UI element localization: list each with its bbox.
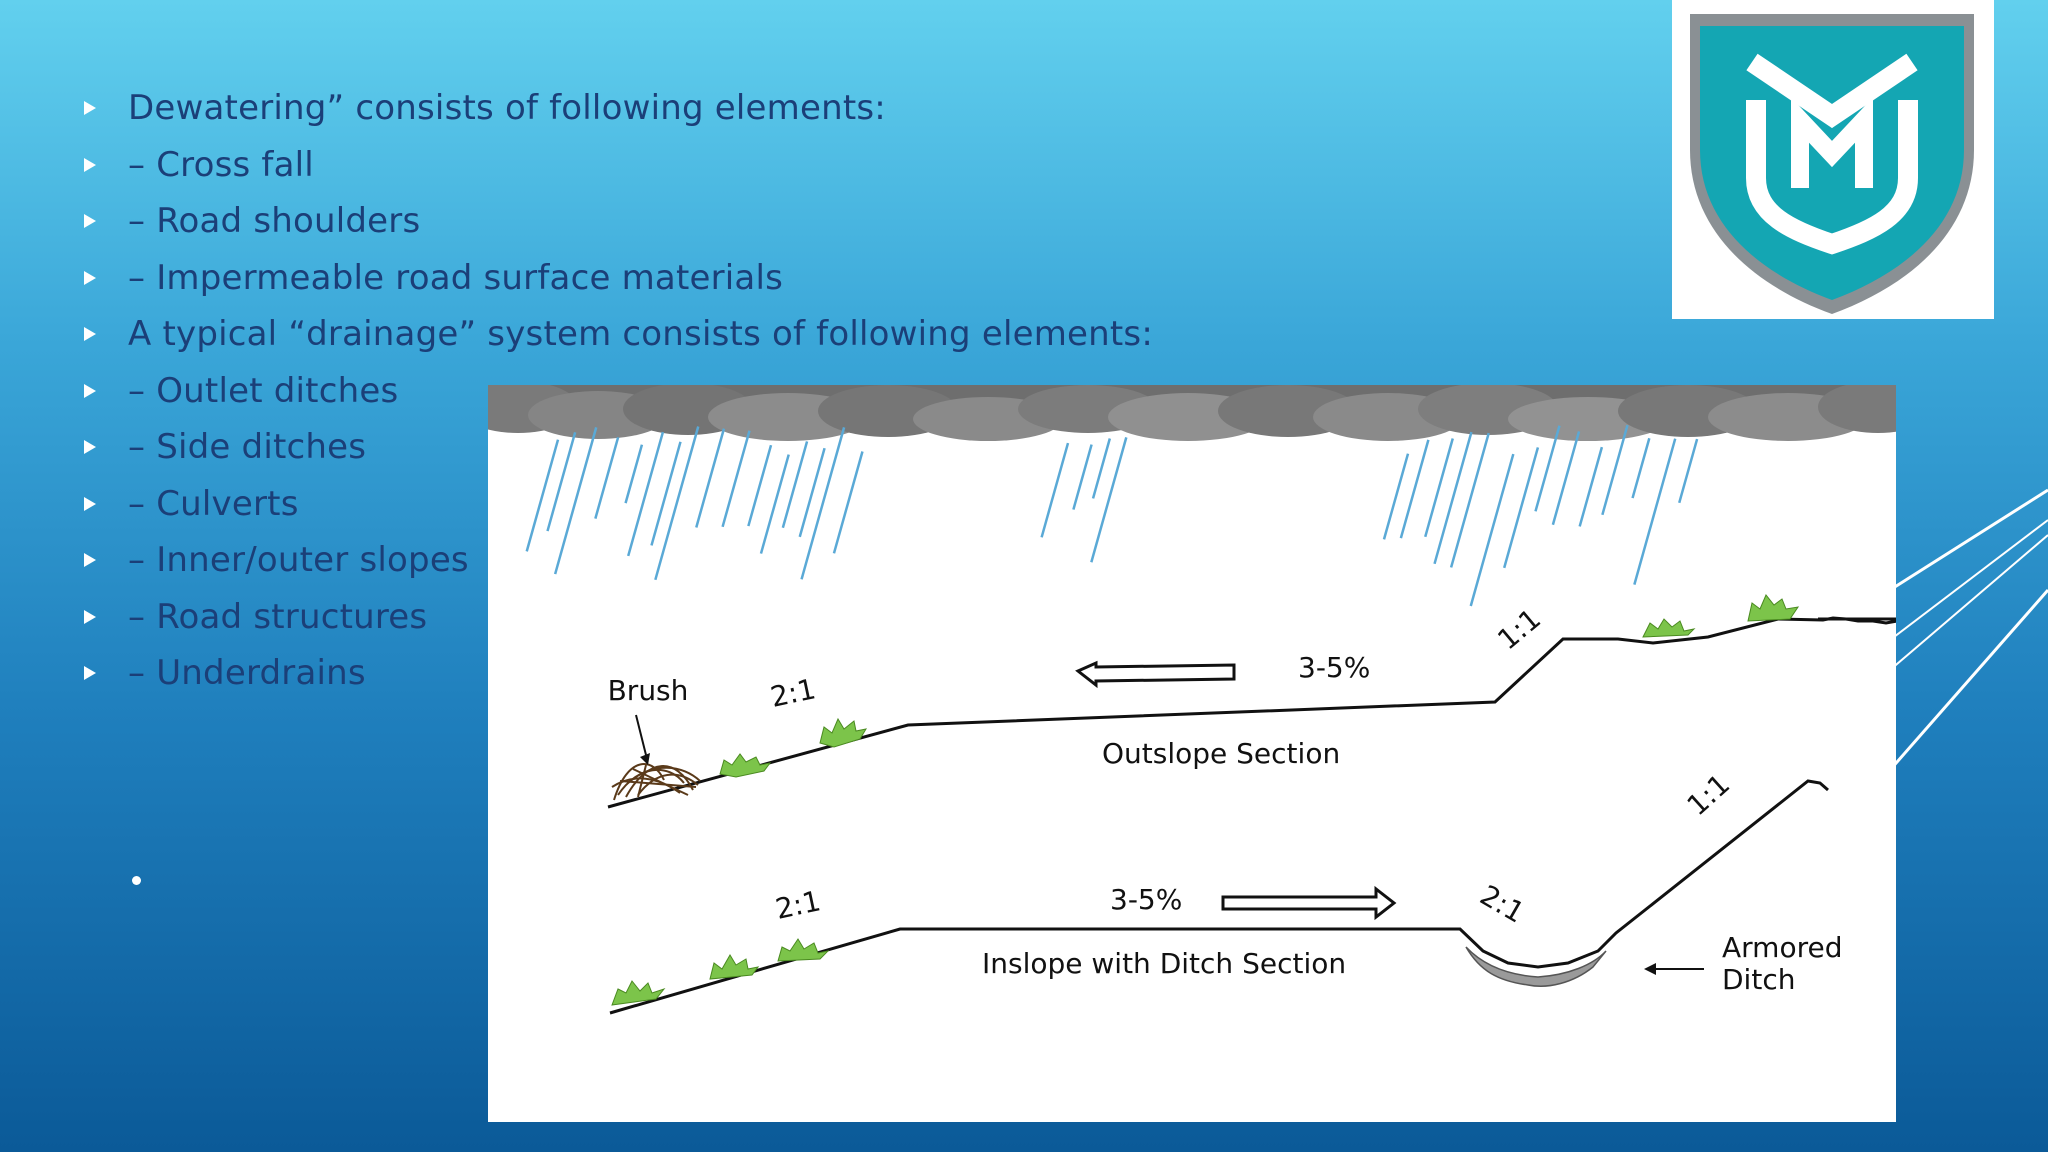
- rain-streak: [1578, 446, 1604, 527]
- decorative-lines: [1890, 488, 2048, 771]
- bullet-text: – Inner/outer slopes: [128, 540, 469, 581]
- rain-streak: [1382, 453, 1410, 540]
- outslope-grade-label: 3-5%: [1298, 651, 1370, 684]
- bullet-text: – Culverts: [128, 483, 299, 524]
- rain-streak: [1040, 442, 1070, 538]
- bullet-item: – Underdrains: [84, 645, 1153, 702]
- rain-streak: [1399, 439, 1430, 539]
- logo: [1672, 0, 1994, 319]
- bullet-arrow-icon: [84, 553, 96, 568]
- rain-streak: [1090, 437, 1128, 563]
- bullet-item: – Cross fall: [84, 137, 1153, 194]
- bullet-arrow-icon: [84, 214, 96, 229]
- brush-label: Brush: [608, 674, 689, 707]
- empty-bullet-dot: [132, 876, 141, 885]
- bullet-arrow-icon: [84, 496, 96, 511]
- inslope-section-title: Inslope with Ditch Section: [982, 947, 1346, 980]
- drainage-diagram: Brush 2:1 3-5% 1:1 Outslope Section 2:1 …: [488, 385, 1896, 1122]
- rain-streak: [721, 430, 751, 528]
- rain-streak: [650, 441, 682, 546]
- outslope-section: Brush 2:1 3-5% 1:1 Outslope Section: [608, 594, 1896, 809]
- bullet-arrow-icon: [84, 383, 96, 398]
- rain-streak: [695, 428, 726, 528]
- ditch-slope-label: 2:1: [1475, 878, 1531, 929]
- rain-streak: [1433, 431, 1473, 565]
- bullet-arrow-icon: [84, 157, 96, 172]
- bullet-text: – Impermeable road surface materials: [128, 257, 784, 298]
- rain-streak: [759, 454, 790, 554]
- bullet-text: – Underdrains: [128, 653, 366, 694]
- bullet-text: – Road structures: [128, 596, 428, 637]
- rain-streak: [1502, 447, 1540, 569]
- bullet-arrow-icon: [84, 327, 96, 342]
- rain-streak: [1424, 438, 1454, 538]
- bullet-item: – Inner/outer slopes: [84, 532, 1153, 589]
- armored-ditch-label-line2: Ditch: [1722, 963, 1795, 996]
- outslope-left-slope-label: 2:1: [768, 672, 819, 714]
- inslope-section: 2:1 3-5% 2:1 1:1 Inslope with Ditch Sect…: [609, 768, 1842, 1015]
- bullet-item: – Impermeable road surface materials: [84, 250, 1153, 307]
- bullet-item: – Outlet ditches: [84, 363, 1153, 420]
- bullet-arrow-icon: [84, 440, 96, 455]
- rain-streak: [798, 447, 826, 538]
- rain-streak: [1449, 432, 1490, 568]
- rain-streak: [654, 426, 700, 581]
- inslope-right-slope-label: 1:1: [1681, 768, 1737, 823]
- bullet-arrow-icon: [84, 609, 96, 624]
- outslope-right-slope-label: 1:1: [1491, 602, 1547, 656]
- rain-streak: [1633, 438, 1677, 585]
- bullet-arrow-icon: [84, 270, 96, 285]
- rain-streak: [1551, 431, 1581, 526]
- bullet-text: – Side ditches: [128, 427, 367, 468]
- rain-streak: [1534, 425, 1561, 512]
- bullet-arrow-icon: [84, 101, 96, 116]
- rain-streak: [627, 431, 665, 557]
- rain-streak: [781, 441, 809, 529]
- rain-streak: [800, 427, 846, 580]
- inslope-grade-label: 3-5%: [1110, 883, 1182, 916]
- bullet-text: – Cross fall: [128, 144, 314, 185]
- rain-streak: [1072, 444, 1093, 510]
- bullet-text: Dewatering” consists of following elemen…: [128, 88, 886, 129]
- inslope-left-slope-label: 2:1: [773, 884, 824, 926]
- rain-streak: [1091, 438, 1112, 499]
- bullet-arrow-icon: [84, 666, 96, 681]
- bullet-item: – Road structures: [84, 589, 1153, 646]
- rain-streak: [1469, 453, 1515, 607]
- bullet-item: Dewatering” consists of following elemen…: [84, 80, 1153, 137]
- bullet-list: Dewatering” consists of following elemen…: [84, 80, 1153, 702]
- armored-ditch-label-line1: Armored: [1722, 931, 1842, 964]
- rain-streak: [546, 431, 577, 532]
- bullet-item: A typical “drainage” system consists of …: [84, 306, 1153, 363]
- bullet-text: – Road shoulders: [128, 201, 421, 242]
- bullet-text: A typical “drainage” system consists of …: [128, 314, 1153, 355]
- rain-streak: [832, 451, 864, 554]
- rain-streak: [1601, 424, 1629, 516]
- rain-streak: [747, 444, 773, 527]
- rain-streak: [1631, 437, 1651, 499]
- shield-logo-icon: [1690, 14, 1974, 314]
- brush-pile: [611, 763, 701, 801]
- rain-streak: [525, 439, 560, 552]
- rain-streak: [594, 436, 620, 519]
- rain-streak: [553, 427, 598, 575]
- bullet-item: – Side ditches: [84, 419, 1153, 476]
- rain-streaks: [525, 424, 1699, 607]
- rain-streak: [1678, 438, 1699, 504]
- storm-clouds: [488, 385, 1896, 441]
- outslope-section-title: Outslope Section: [1102, 737, 1340, 770]
- bullet-item: – Road shoulders: [84, 193, 1153, 250]
- rain-streak: [624, 444, 644, 504]
- bullet-text: – Outlet ditches: [128, 370, 399, 411]
- bullet-item: – Culverts: [84, 476, 1153, 533]
